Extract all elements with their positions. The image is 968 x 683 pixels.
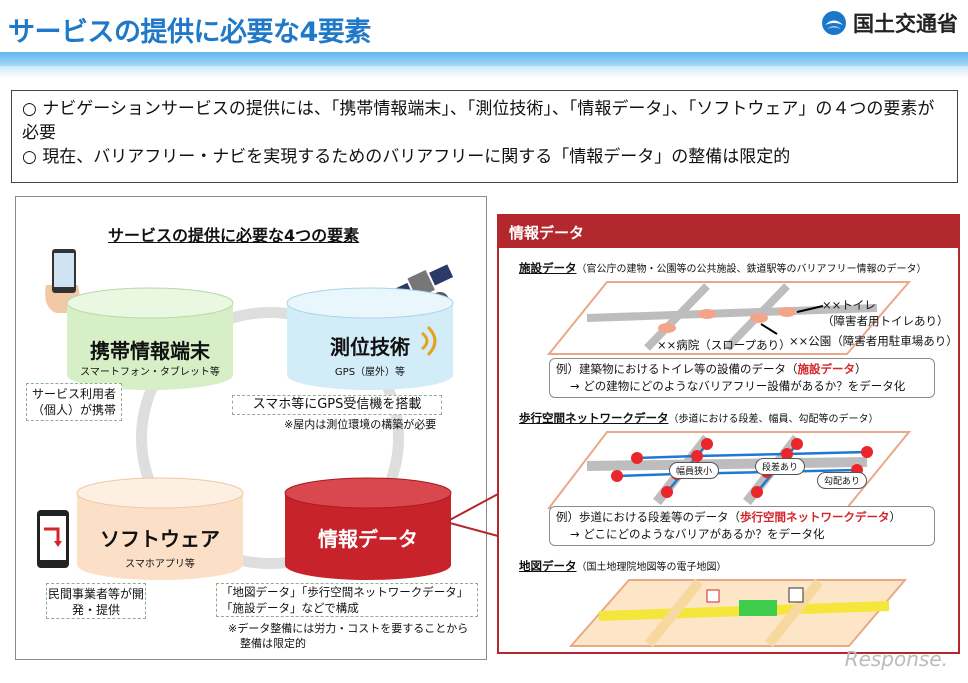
facility-map bbox=[547, 281, 912, 355]
terminal-label: 携帯情報端末 bbox=[90, 339, 210, 363]
user-callout: サービス利用者（個人）が携帯 bbox=[26, 383, 122, 421]
facility-desc: （官公庁の建物・公園等の公共施設、鉄道駅等のバリアフリー情報のデータ） bbox=[576, 264, 927, 275]
toilet-label: ××トイレ bbox=[822, 298, 876, 312]
four-elements-heading: サービスの提供に必要な4つの要素 bbox=[108, 226, 360, 245]
map-desc: （国土地理院地図等の電子地図） bbox=[576, 562, 727, 573]
software-label: ソフトウェア bbox=[100, 527, 220, 551]
cost-note-line1: ※データ整備には労力・コストを要することから bbox=[228, 622, 469, 635]
cost-note-line2: 整備は限定的 bbox=[240, 637, 306, 650]
logo-text: 国土交通省 bbox=[853, 12, 958, 36]
summary-bullet-2: ○ 現在、バリアフリー・ナビを実現するためのバリアフリーに関する「情報データ」の… bbox=[22, 147, 791, 167]
width-narrow-pill: 幅員狭小 bbox=[669, 462, 720, 479]
mlit-emblem-icon bbox=[822, 11, 846, 35]
software-sub: スマホアプリ等 bbox=[125, 559, 195, 570]
map-title: 地図データ bbox=[519, 559, 577, 573]
step-pill: 段差あり bbox=[755, 458, 806, 475]
page-title: サービスの提供に必要な4要素 bbox=[8, 17, 371, 48]
smartphone-app-icon bbox=[37, 510, 69, 568]
summary-box: ○ ナビゲーションサービスの提供には、「携帯情報端末」、「測位技術」、「情報デー… bbox=[11, 90, 958, 183]
positioning-label: 測位技術 bbox=[330, 335, 410, 359]
header-stripe bbox=[0, 52, 968, 66]
network-desc: （歩道における段差、幅員、勾配等のデータ） bbox=[668, 414, 879, 425]
cycle-ring bbox=[136, 307, 404, 569]
data-cylinder bbox=[284, 477, 452, 580]
data-label: 情報データ bbox=[318, 527, 418, 551]
facility-section-title: 施設データ（官公庁の建物・公園等の公共施設、鉄道駅等のバリアフリー情報のデータ） bbox=[519, 260, 927, 276]
data-composition-line1: 「地図データ」「歩行空間ネットワークデータ」 bbox=[221, 585, 469, 599]
positioning-cylinder bbox=[286, 287, 454, 390]
toilet-sub-label: （障害者用トイレあり） bbox=[822, 314, 949, 328]
cost-note: ※データ整備には労力・コストを要することから 整備は限定的 bbox=[228, 621, 468, 651]
data-composition-line2: 「施設データ」などで構成 bbox=[221, 601, 359, 615]
summary-bullet-1: ○ ナビゲーションサービスの提供には、「携帯情報端末」、「測位技術」、「情報デー… bbox=[22, 99, 935, 143]
network-example-box: 例）歩道における段差等のデータ（歩行空間ネットワークデータ） → どこにどのよう… bbox=[549, 506, 935, 546]
info-data-panel: 情報データ 施設データ（官公庁の建物・公園等の公共施設、鉄道駅等のバリアフリー情… bbox=[497, 214, 960, 654]
network-example-1c: ） bbox=[889, 510, 902, 524]
four-elements-panel: サービスの提供に必要な4つの要素 携帯情報端末 スマートフォン・タブレット等 bbox=[15, 196, 487, 660]
terminal-cylinder bbox=[66, 287, 234, 390]
park-label: ××公園（障害者用駐車場あり） bbox=[789, 334, 958, 348]
data-composition-callout: 「地図データ」「歩行空間ネットワークデータ」 「施設データ」などで構成 bbox=[216, 583, 478, 617]
mlit-logo: 国土交通省 bbox=[821, 8, 958, 38]
facility-example-2: → どの建物にどのようなバリアフリー設備があるか？をデータ化 bbox=[570, 379, 906, 393]
facility-example-1b: 施設データ bbox=[797, 362, 856, 376]
electronic-map bbox=[569, 578, 908, 648]
facility-title: 施設データ bbox=[519, 261, 577, 275]
network-section-title: 歩行空間ネットワークデータ（歩道における段差、幅員、勾配等のデータ） bbox=[519, 410, 879, 426]
developer-callout: 民間事業者等が開発・提供 bbox=[46, 583, 146, 619]
slope-pill: 勾配あり bbox=[817, 472, 868, 489]
header-stripe-light bbox=[0, 66, 968, 78]
connector-arrow bbox=[446, 493, 499, 537]
facility-example-box: 例）建築物におけるトイレ等の設備のデータ（施設データ） → どの建物にどのような… bbox=[549, 358, 935, 398]
facility-example-1c: ） bbox=[855, 362, 867, 376]
info-data-header: 情報データ bbox=[499, 216, 958, 248]
gps-callout: スマホ等にGPS受信機を搭載 bbox=[232, 395, 442, 415]
facility-example-1a: 例）建築物におけるトイレ等の設備のデータ（ bbox=[556, 362, 798, 376]
positioning-sub: GPS（屋外）等 bbox=[334, 367, 406, 378]
indoor-note: ※屋内は測位環境の構築が必要 bbox=[284, 418, 437, 431]
network-map bbox=[547, 431, 912, 509]
network-example-1b: 歩行空間ネットワークデータ bbox=[740, 510, 890, 524]
network-title: 歩行空間ネットワークデータ bbox=[519, 411, 669, 425]
software-cylinder bbox=[76, 477, 244, 580]
network-example-1a: 例）歩道における段差等のデータ（ bbox=[556, 510, 740, 524]
map-section-title: 地図データ（国土地理院地図等の電子地図） bbox=[519, 558, 727, 574]
network-example-2: → どこにどのようなバリアがあるか？をデータ化 bbox=[570, 527, 825, 541]
terminal-sub: スマートフォン・タブレット等 bbox=[80, 367, 220, 378]
hospital-label: ××病院（スロープあり） bbox=[657, 338, 791, 352]
response-watermark: Response. bbox=[844, 647, 948, 671]
